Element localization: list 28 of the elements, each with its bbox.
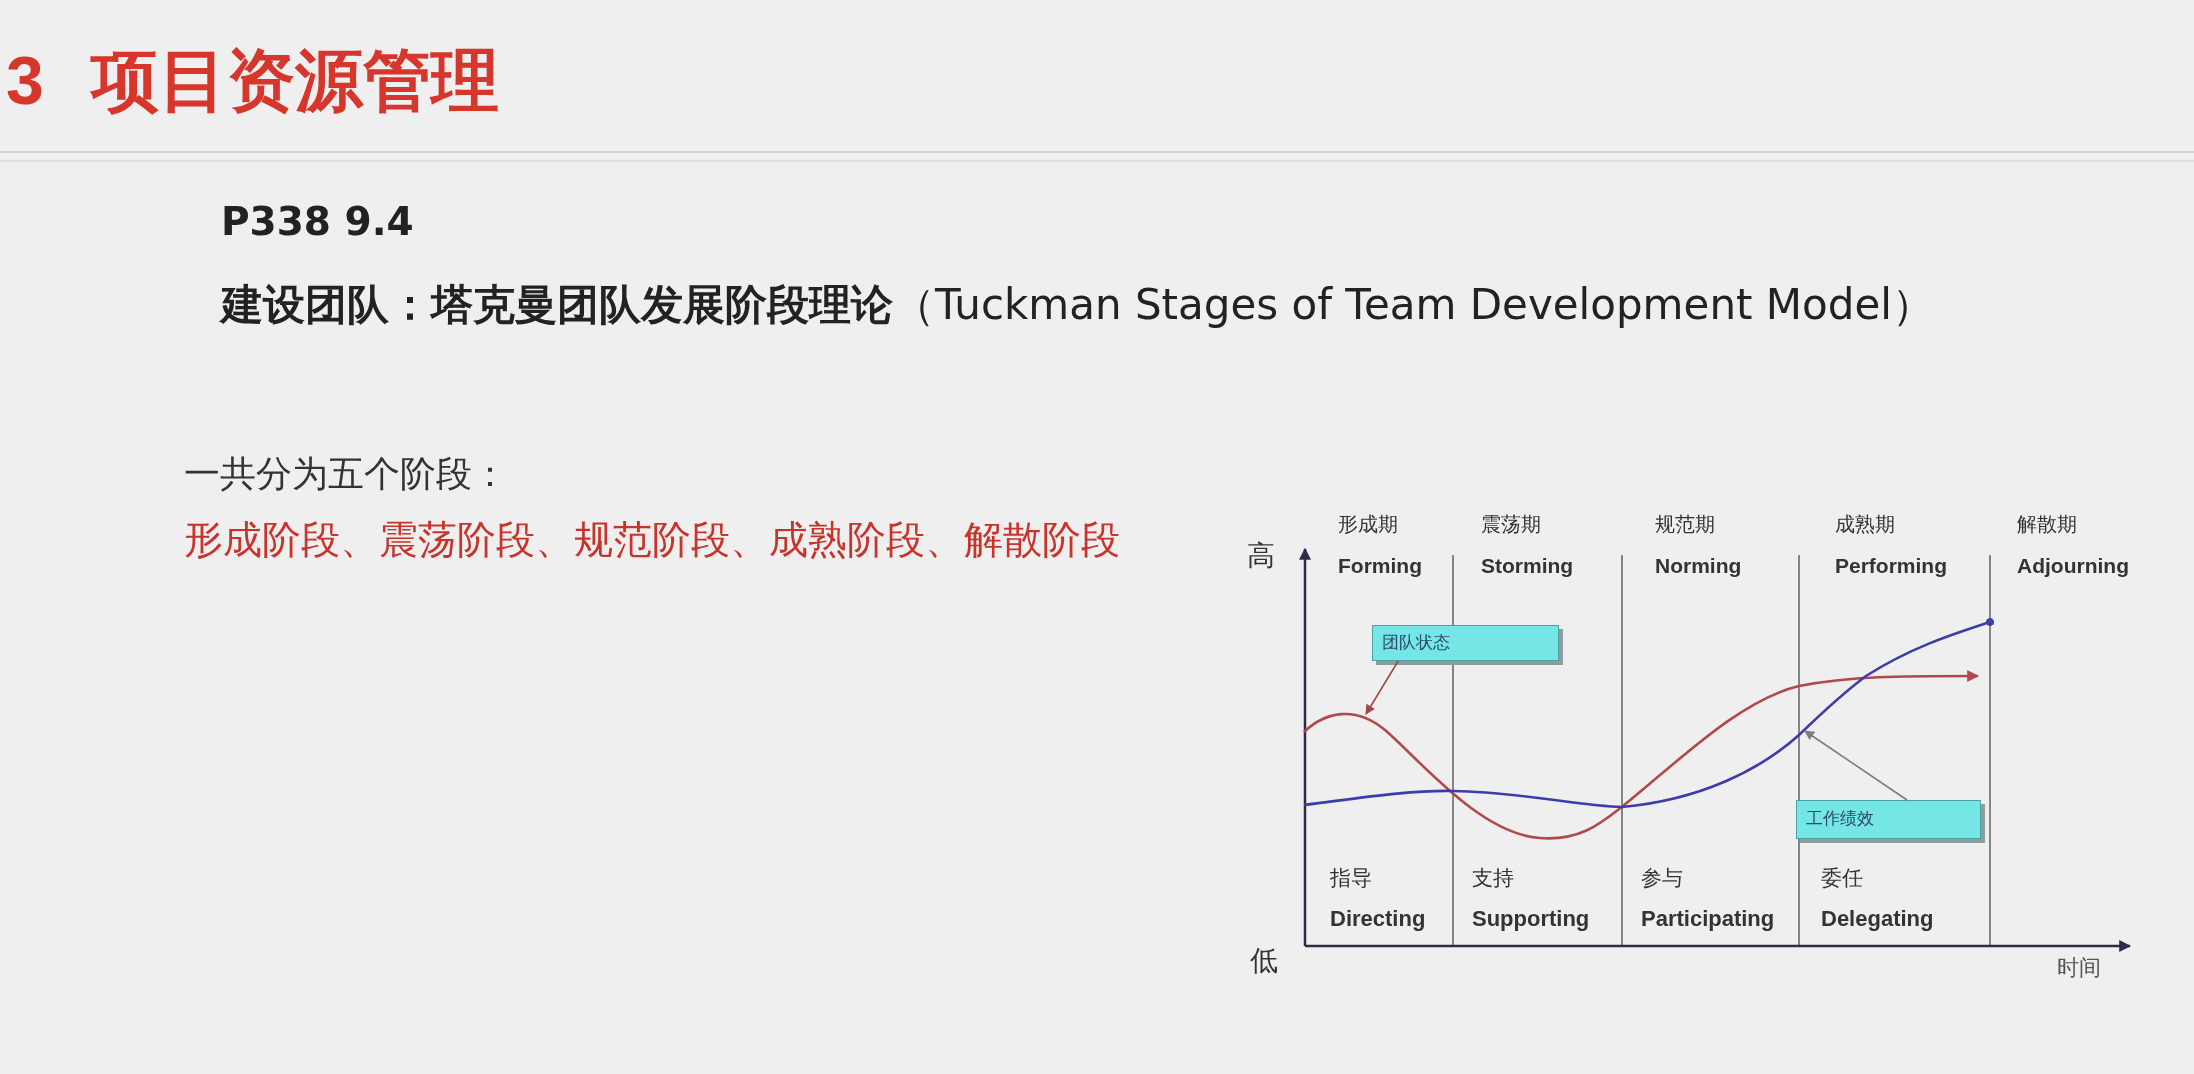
stage-name: Forming bbox=[1338, 553, 1422, 579]
stage-label: 成熟期 bbox=[1835, 512, 1895, 536]
leader-line bbox=[1365, 660, 1399, 715]
style-name: Participating bbox=[1641, 906, 1775, 933]
intro-text: 一共分为五个阶段： bbox=[184, 452, 508, 496]
style-label: 委任 bbox=[1821, 865, 1863, 891]
style-label: 参与 bbox=[1641, 865, 1683, 891]
style-name: Delegating bbox=[1821, 906, 1934, 933]
axis-label: 时间 bbox=[2057, 955, 2101, 982]
stage-name: Adjourning bbox=[2017, 553, 2129, 579]
stage-name: Performing bbox=[1835, 553, 1947, 579]
style-label: 指导 bbox=[1330, 865, 1372, 891]
axis-label: 高 bbox=[1247, 539, 1275, 573]
stage-label: 规范期 bbox=[1655, 512, 1715, 536]
slide-title: 3 项目资源管理 bbox=[6, 41, 499, 120]
stage-label: 形成期 bbox=[1338, 512, 1398, 536]
style-label: 支持 bbox=[1472, 865, 1514, 891]
stage-label: 震荡期 bbox=[1481, 512, 1541, 536]
axis-label: 低 bbox=[1250, 944, 1278, 978]
stage-name: Norming bbox=[1655, 553, 1742, 579]
stage-name: Storming bbox=[1481, 553, 1574, 579]
stage-label: 解散期 bbox=[2017, 512, 2077, 536]
subtitle: 建设团队：塔克曼团队发展阶段理论（Tuckman Stages of Team Development Model） bbox=[221, 280, 1934, 331]
stage-list: 形成阶段、震荡阶段、规范阶段、成熟阶段、解散阶段 bbox=[184, 517, 1120, 564]
style-name: Directing bbox=[1330, 906, 1426, 933]
leader-line bbox=[1804, 730, 1908, 801]
style-name: Supporting bbox=[1472, 906, 1590, 933]
page-reference: P338 9.4 bbox=[221, 199, 414, 246]
